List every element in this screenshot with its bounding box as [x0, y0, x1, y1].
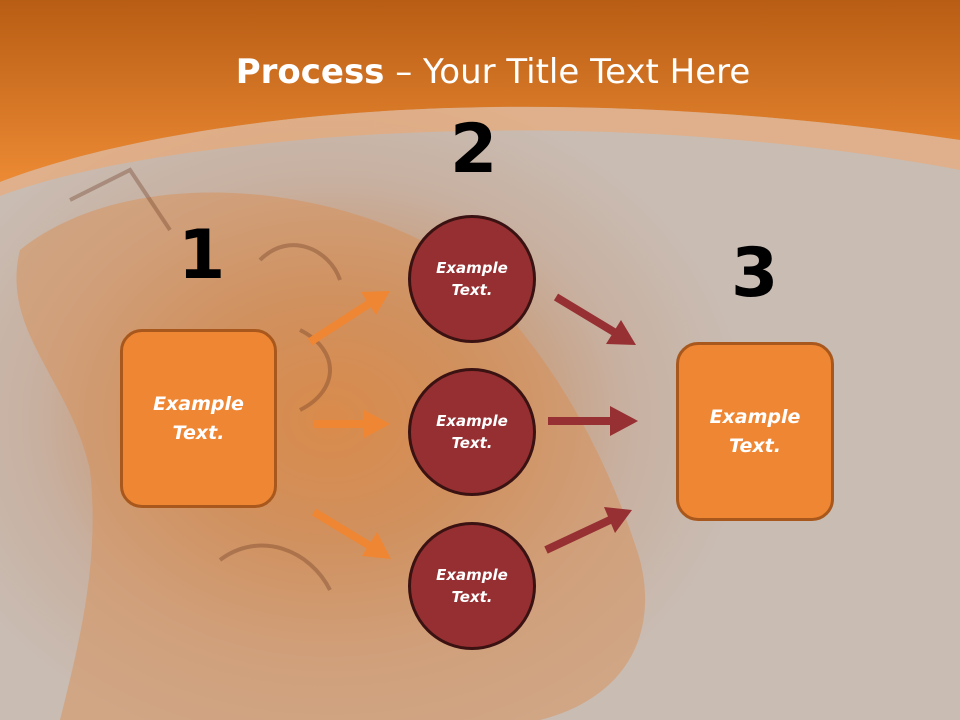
- circle-top-text: Example Text.: [436, 258, 508, 300]
- slide-title: Process – Your Title Text Here: [0, 52, 960, 92]
- arrow-left-to-middle: [314, 410, 390, 438]
- header-swoosh: [0, 106, 960, 196]
- right-step-text: Example Text.: [709, 406, 801, 457]
- arrow-middle-to-right: [548, 406, 638, 436]
- step-number-3: 3: [731, 234, 779, 313]
- circle-top: Example Text.: [408, 215, 536, 343]
- arrow-bottom-to-right: [544, 507, 632, 554]
- arrow-top-to-right: [553, 293, 636, 345]
- step-number-1: 1: [178, 216, 226, 295]
- hand-pattern: [69, 167, 342, 591]
- circle-middle: Example Text.: [408, 368, 536, 496]
- circle-middle-text: Example Text.: [436, 411, 508, 453]
- left-step-text: Example Text.: [153, 393, 244, 444]
- arrow-left-to-top: [307, 291, 390, 346]
- step-number-2: 2: [450, 110, 498, 189]
- circle-bottom-text: Example Text.: [436, 565, 508, 607]
- circle-bottom: Example Text.: [408, 522, 536, 650]
- arrow-left-to-bottom: [311, 508, 391, 559]
- header-band: [0, 0, 960, 182]
- right-step-box: Example Text.: [676, 342, 834, 521]
- left-step-box: Example Text.: [120, 329, 277, 508]
- title-rest: – Your Title Text Here: [384, 52, 751, 92]
- title-bold: Process: [235, 52, 385, 92]
